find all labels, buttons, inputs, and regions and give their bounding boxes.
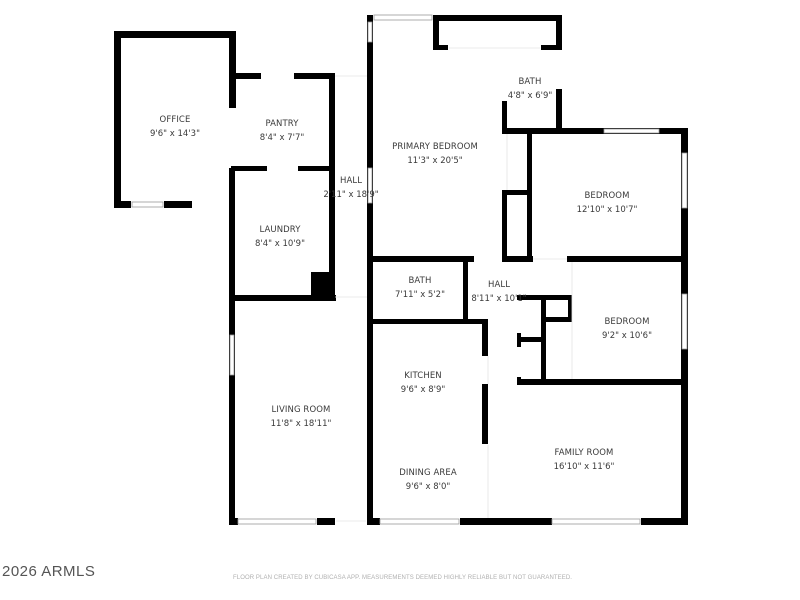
room-name: HALL [339, 176, 363, 186]
disclaimer-text: FLOOR PLAN CREATED BY CUBICASA APP. MEAS… [233, 575, 573, 581]
room-name: BATH [518, 77, 542, 87]
room-dimensions: 2'11" x 18'9" [323, 190, 379, 200]
room-dimensions: 8'11" x 10'1" [471, 294, 527, 304]
room-dimensions: 11'8" x 18'11" [270, 419, 332, 429]
room-name: BEDROOM [604, 317, 650, 327]
room-label-bedroom-1: BEDROOM 12'10" x 10'7" [577, 189, 638, 217]
room-label-primary-bath: BATH 4'8" x 6'9" [508, 75, 553, 103]
room-dimensions: 8'4" x 10'9" [255, 239, 305, 249]
room-dimensions: 9'6" x 14'3" [150, 129, 200, 139]
room-name: DINING AREA [399, 468, 457, 478]
room-dimensions: 9'2" x 10'6" [602, 331, 652, 341]
room-name: LIVING ROOM [271, 405, 331, 415]
room-name: OFFICE [159, 115, 191, 125]
room-dimensions: 11'3" x 20'5" [407, 156, 463, 166]
room-name: KITCHEN [404, 371, 442, 381]
copyright-watermark: 2026 ARMLS [2, 563, 96, 580]
room-label-pantry: PANTRY 8'4" x 7'7" [260, 117, 305, 145]
windows [131, 14, 688, 525]
room-dimensions: 12'10" x 10'7" [576, 205, 638, 215]
room-dimensions: 4'8" x 6'9" [507, 91, 553, 101]
room-label-hall-2: HALL 8'11" x 10'1" [471, 278, 526, 306]
room-name: BEDROOM [584, 191, 630, 201]
room-label-hall-bath: BATH 7'11" x 5'2" [395, 274, 445, 302]
room-dimensions: 9'6" x 8'9" [400, 385, 446, 395]
room-label-family-room: FAMILY ROOM 16'10" x 11'6" [554, 446, 615, 474]
room-name: FAMILY ROOM [554, 448, 614, 458]
room-label-primary-bedroom: PRIMARY BEDROOM 11'3" x 20'5" [392, 140, 478, 168]
room-name: PANTRY [265, 119, 299, 129]
room-dimensions: 8'4" x 7'7" [259, 133, 305, 143]
room-label-office: OFFICE 9'6" x 14'3" [150, 113, 200, 141]
room-name: BATH [408, 276, 432, 286]
room-dimensions: 7'11" x 5'2" [395, 290, 445, 300]
room-dimensions: 16'10" x 11'6" [553, 462, 615, 472]
room-name: LAUNDRY [259, 225, 301, 235]
room-label-bedroom-2: BEDROOM 9'2" x 10'6" [602, 315, 652, 343]
room-label-hall: HALL 2'11" x 18'9" [323, 174, 378, 202]
room-label-laundry: LAUNDRY 8'4" x 10'9" [255, 223, 305, 251]
room-name: PRIMARY BEDROOM [392, 142, 478, 152]
room-label-kitchen: KITCHEN 9'6" x 8'9" [401, 369, 446, 397]
room-label-dining-area: DINING AREA 9'6" x 8'0" [399, 466, 457, 494]
door-openings [335, 47, 573, 522]
room-label-living-room: LIVING ROOM 11'8" x 18'11" [271, 403, 332, 431]
room-dimensions: 9'6" x 8'0" [405, 482, 451, 492]
room-name: HALL [487, 280, 511, 290]
